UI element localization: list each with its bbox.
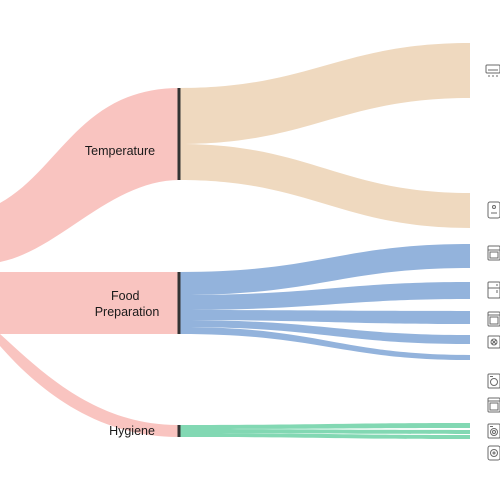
node-labels: Temperature Food Preparation Hygiene — [85, 144, 159, 438]
flow-temperature-air-conditioner — [180, 43, 470, 144]
node-label-food-preparation: Food Preparation — [95, 289, 160, 319]
dryer-icon — [487, 423, 500, 439]
extra-appliance-icon — [487, 445, 500, 461]
source-flows — [0, 88, 180, 438]
water-heater-icon — [487, 201, 500, 219]
node-label-food-preparation-line-1: Food — [111, 289, 140, 303]
flow-source-temperature — [0, 88, 180, 262]
range-hood-icon — [487, 335, 500, 349]
flow-hygiene-dryer — [180, 433, 470, 439]
flow-food-oven — [180, 244, 470, 295]
dishwasher-icon — [487, 397, 500, 413]
node-bar-hygiene — [177, 425, 181, 437]
food-preparation-flows — [180, 244, 470, 360]
node-bar-temperature — [177, 88, 181, 180]
microwave-icon — [487, 311, 500, 327]
flow-hygiene-dishwasher — [180, 429, 470, 434]
flow-food-range-hood — [180, 320, 470, 344]
flow-source-food-preparation — [0, 272, 180, 334]
flow-source-hygiene — [0, 334, 180, 438]
flow-food-microwave — [180, 310, 470, 324]
washing-machine-icon — [487, 373, 500, 389]
node-label-temperature: Temperature — [85, 144, 155, 158]
node-label-hygiene: Hygiene — [109, 424, 155, 438]
node-bar-food-preparation — [177, 272, 181, 334]
node-label-temperature-line-1: Temperature — [85, 144, 155, 158]
flow-food-blender — [180, 327, 470, 360]
flow-hygiene-washing-machine — [180, 423, 470, 429]
hygiene-flows — [180, 423, 470, 439]
node-label-food-preparation-line-2: Preparation — [95, 305, 160, 319]
temperature-flows — [180, 43, 470, 228]
air-conditioner-icon — [485, 64, 500, 77]
node-bars — [177, 88, 181, 437]
flow-temperature-water-heater — [180, 144, 470, 228]
oven-icon — [487, 245, 500, 261]
flow-food-refrigerator — [180, 282, 470, 310]
node-label-hygiene-line-1: Hygiene — [109, 424, 155, 438]
appliance-icons — [485, 64, 500, 461]
refrigerator-icon — [487, 281, 500, 299]
